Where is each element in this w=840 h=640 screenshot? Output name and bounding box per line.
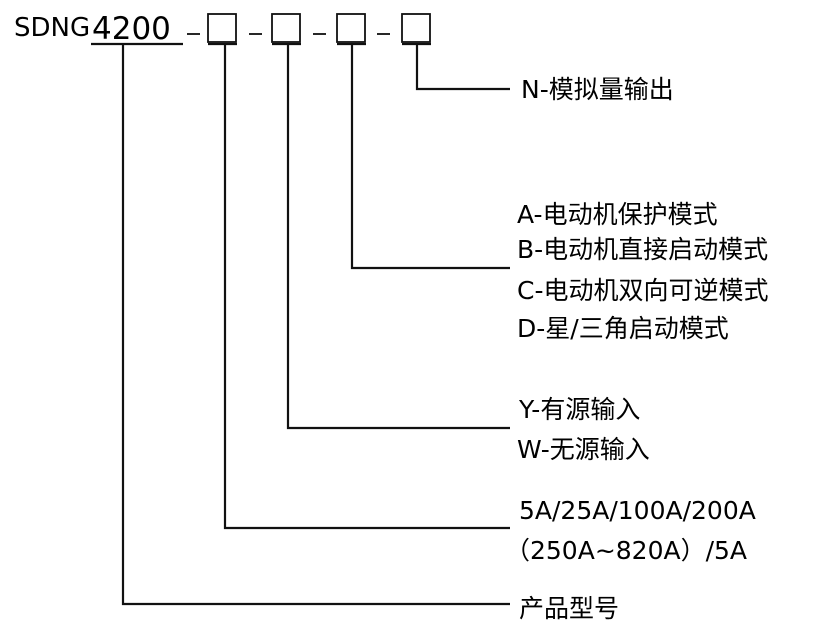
- leader-analog-output: [415, 44, 510, 91]
- analog-output-label: N-模拟量输出: [521, 75, 674, 104]
- mode-c-label: C-电动机双向可逆模式: [517, 276, 768, 305]
- input-y-label: Y-有源输入: [518, 395, 640, 424]
- current-range-label: 5A/25A/100A/200A: [519, 496, 756, 525]
- mode-a-label: A-电动机保护模式: [517, 200, 718, 229]
- leader-mode: [350, 44, 510, 270]
- model-base: 4200: [92, 11, 171, 47]
- mode-b-label: B-电动机直接启动模式: [517, 235, 768, 264]
- leader-current: [223, 44, 510, 530]
- option-box-input: [271, 13, 301, 43]
- option-box-output: [401, 13, 431, 43]
- product-model-label: 产品型号: [519, 594, 619, 623]
- leader-product-model: [121, 44, 510, 606]
- model-prefix: SDNG: [14, 13, 90, 43]
- input-w-label: W-无源输入: [517, 435, 650, 464]
- leader-input-type: [286, 44, 510, 430]
- current-ct-label: （250A~820A）/5A: [505, 536, 747, 565]
- mode-d-label: D-星/三角启动模式: [517, 314, 729, 343]
- option-box-mode: [336, 13, 366, 43]
- option-box-current: [207, 13, 237, 43]
